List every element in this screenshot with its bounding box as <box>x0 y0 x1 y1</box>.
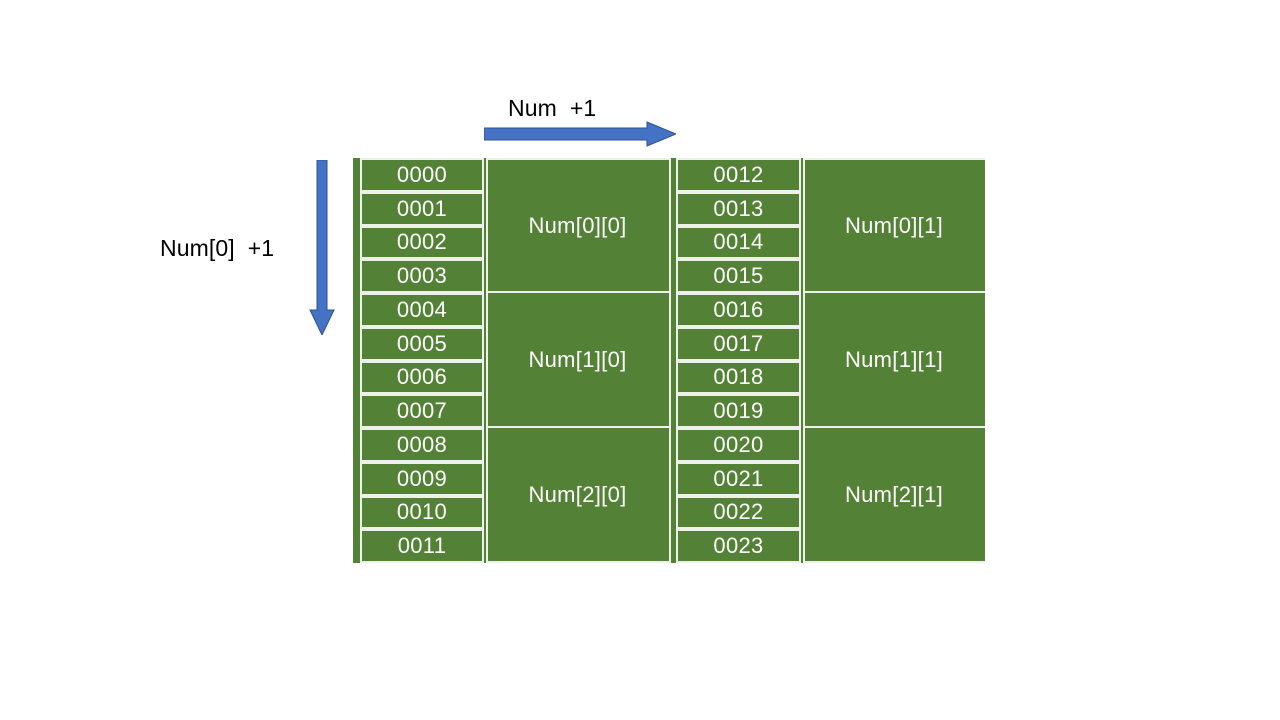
address-cell: 0012 <box>676 158 801 192</box>
address-cell: 0023 <box>676 529 801 563</box>
merged-cell: Num[2][1] <box>803 428 985 563</box>
address-cell: 0002 <box>360 225 484 260</box>
address-cell: 0008 <box>360 428 484 462</box>
address-cell: 0003 <box>360 259 484 293</box>
merged-cell: Num[0][0] <box>486 158 669 293</box>
address-cell: 0009 <box>360 461 484 496</box>
column-separator <box>803 158 805 563</box>
address-cell: 0005 <box>360 326 484 361</box>
vertical-arrow-icon <box>309 160 335 335</box>
address-cell: 0018 <box>676 360 801 395</box>
address-cell: 0015 <box>676 259 801 293</box>
address-cell: 0007 <box>360 394 484 428</box>
address-cell: 0013 <box>676 191 801 226</box>
address-column-left: 0000 0001 0002 0003 0004 0005 0006 0007 … <box>353 158 486 563</box>
merged-column-right: Num[0][1] Num[1][1] Num[2][1] <box>803 158 985 563</box>
address-cell: 0004 <box>360 293 484 327</box>
address-cell: 0019 <box>676 394 801 428</box>
merged-cell: Num[2][0] <box>486 428 669 563</box>
merged-cell: Num[1][1] <box>803 293 985 428</box>
horizontal-arrow-icon <box>484 121 676 147</box>
address-cell: 0011 <box>360 529 484 563</box>
merged-column-left: Num[0][0] Num[1][0] Num[2][0] <box>486 158 669 563</box>
address-cell: 0010 <box>360 495 484 530</box>
address-column-right: 0012 0013 0014 0015 0016 0017 0018 0019 … <box>669 158 803 563</box>
address-cell: 0016 <box>676 293 801 327</box>
column-separator <box>669 158 671 563</box>
merged-cell: Num[0][1] <box>803 158 985 293</box>
address-cell: 0006 <box>360 360 484 395</box>
memory-layout-table: 0000 0001 0002 0003 0004 0005 0006 0007 … <box>353 158 985 563</box>
address-cell: 0000 <box>360 158 484 192</box>
address-cell: 0022 <box>676 495 801 530</box>
address-cell: 0001 <box>360 191 484 226</box>
address-cell: 0014 <box>676 225 801 260</box>
address-cell: 0020 <box>676 428 801 462</box>
address-cell: 0017 <box>676 326 801 361</box>
merged-cell: Num[1][0] <box>486 293 669 428</box>
address-cell: 0021 <box>676 461 801 496</box>
vertical-arrow-label: Num[0] +1 <box>160 235 275 261</box>
column-separator <box>486 158 488 563</box>
horizontal-arrow-label: Num +1 <box>508 95 597 121</box>
